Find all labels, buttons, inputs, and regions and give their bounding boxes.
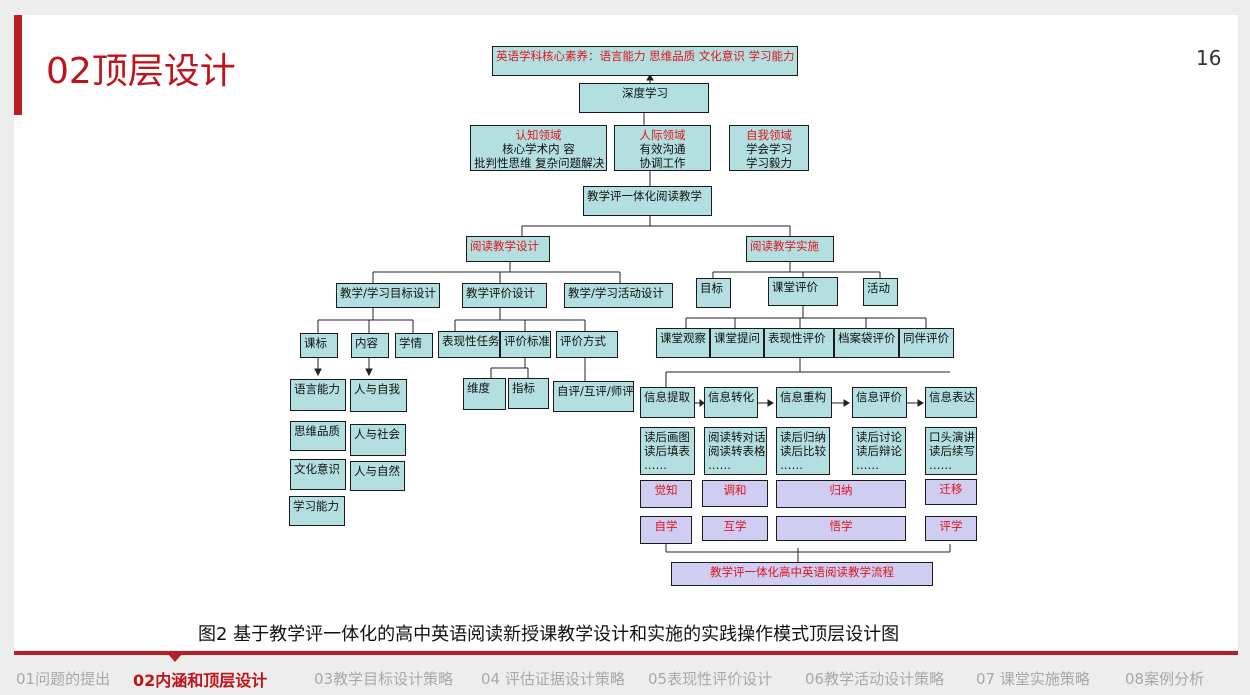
core-competency-box: 英语学科核心素养：语言能力 思维品质 文化意识 学习能力 [492, 46, 798, 76]
step-transform-line1: 阅读转对话 [708, 430, 766, 444]
cognitive-domain-box: 认知领域 核心学术内 容 批判性思维 复杂问题解决 [470, 125, 607, 171]
performance-task-box: 表现性任务 [438, 331, 500, 358]
step-reconstruct-line1: 读后归纳 [780, 430, 826, 444]
deep-learning-box: 深度学习 [579, 83, 709, 113]
learn-self-box: 自学 [640, 516, 692, 544]
title-accent-bar [14, 15, 22, 115]
page-title: 02顶层设计 [46, 51, 236, 92]
step-evaluate-line1: 读后讨论 [856, 430, 902, 444]
interpersonal-domain-line1: 有效沟通 [639, 142, 686, 156]
portfolio-eval-box: 档案袋评价 [834, 328, 899, 358]
step-transform-line2: 阅读转表格 [708, 444, 766, 458]
cultural-awareness-box: 文化意识 [290, 459, 346, 490]
step-extract-dots: …… [644, 458, 667, 472]
dimension-box: 维度 [463, 378, 506, 410]
step-express-dots: …… [929, 458, 952, 472]
step-transform-box: 信息转化 [704, 387, 758, 418]
cognitive-domain-line1: 核心学术内 容 [502, 142, 575, 156]
interpersonal-domain-head: 人际领域 [639, 128, 686, 142]
performance-eval-box: 表现性评价 [764, 328, 834, 358]
figure-caption: 图2 基于教学评一体化的高中英语阅读新授课教学设计和实施的实践操作模式顶层设计图 [198, 624, 900, 645]
goal-design-box: 教学/学习目标设计 [336, 283, 440, 308]
human-self-box: 人与自我 [350, 379, 407, 412]
step-extract-line2: 读后填表 [644, 444, 690, 458]
step-evaluate-dots: …… [856, 458, 879, 472]
level-transfer-box: 迁移 [925, 479, 977, 505]
nav-item-goal-strategy[interactable]: 03教学目标设计策略 [314, 670, 454, 688]
eval-standard-box: 评价标准 [500, 331, 551, 358]
indicator-box: 指标 [508, 378, 549, 409]
interpersonal-domain-box: 人际领域 有效沟通 协调工作 [614, 125, 711, 171]
nav-item-activity-strategy[interactable]: 06教学活动设计策略 [805, 670, 945, 688]
interpersonal-domain-line2: 协调工作 [639, 156, 686, 170]
step-evaluate-line2: 读后辩论 [856, 444, 902, 458]
impl-goal-box: 目标 [696, 278, 731, 308]
nav-active-marker [168, 654, 182, 662]
step-express-line1: 口头演讲 [929, 430, 975, 444]
nav-divider [14, 651, 1238, 655]
step-express-box: 信息表达 [925, 387, 977, 418]
nav-item-top-design[interactable]: 02内涵和顶层设计 [133, 671, 268, 690]
step-express-line2: 读后续写 [929, 444, 975, 458]
level-induction-box: 归纳 [776, 480, 906, 508]
nav-item-evidence-strategy[interactable]: 04 评估证据设计策略 [481, 670, 625, 688]
classroom-question-box: 课堂提问 [710, 328, 764, 358]
nav-item-problem[interactable]: 01问题的提出 [16, 670, 111, 688]
eval-design-box: 教学评价设计 [462, 283, 547, 308]
step-extract-activities: 读后画图 读后填表 …… [640, 427, 695, 475]
learn-evaluate-box: 评学 [925, 516, 977, 541]
impl-activity-box: 活动 [863, 278, 898, 306]
step-reconstruct-box: 信息重构 [776, 387, 832, 418]
curriculum-standard-box: 课标 [300, 333, 338, 358]
classroom-eval-box: 课堂评价 [768, 277, 838, 306]
nav-item-case-analysis[interactable]: 08案例分析 [1125, 670, 1205, 688]
human-society-box: 人与社会 [350, 424, 406, 456]
cognitive-domain-line2: 批判性思维 复杂问题解决 [474, 156, 605, 170]
teaching-flow-box: 教学评一体化高中英语阅读教学流程 [671, 562, 933, 586]
step-extract-box: 信息提取 [640, 387, 695, 418]
eval-method-box: 评价方式 [556, 331, 618, 358]
classroom-observe-box: 课堂观察 [656, 328, 710, 358]
learn-insight-box: 悟学 [776, 516, 906, 541]
step-express-activities: 口头演讲 读后续写 …… [925, 427, 977, 475]
learning-ability-box: 学习能力 [289, 496, 345, 526]
step-reconstruct-dots: …… [780, 458, 803, 472]
step-evaluate-activities: 读后讨论 读后辩论 …… [852, 427, 906, 475]
self-peer-teacher-eval-box: 自评/互评/师评 [553, 381, 634, 412]
activity-design-box: 教学/学习活动设计 [564, 283, 673, 308]
nav-item-performance-eval[interactable]: 05表现性评价设计 [648, 670, 773, 688]
step-reconstruct-activities: 读后归纳 读后比较 …… [776, 427, 830, 475]
self-domain-line1: 学会学习 [746, 142, 792, 156]
slide-canvas [14, 15, 1238, 650]
self-domain-head: 自我领域 [746, 128, 792, 142]
learn-mutual-box: 互学 [702, 516, 768, 541]
integration-box: 教学评一体化阅读教学 [583, 186, 712, 216]
step-extract-line1: 读后画图 [644, 430, 690, 444]
step-evaluate-box: 信息评价 [852, 387, 907, 418]
peer-eval-box: 同伴评价 [899, 328, 954, 358]
nav-item-classroom-strategy[interactable]: 07 课堂实施策略 [976, 670, 1090, 688]
language-ability-box: 语言能力 [290, 379, 346, 411]
reading-implementation-box: 阅读教学实施 [746, 236, 834, 262]
content-box: 内容 [351, 333, 389, 358]
step-reconstruct-line2: 读后比较 [780, 444, 826, 458]
step-transform-dots: …… [708, 458, 731, 472]
self-domain-box: 自我领域 学会学习 学习毅力 [729, 125, 809, 171]
human-nature-box: 人与自然 [350, 461, 405, 491]
level-harmony-box: 调和 [702, 480, 768, 507]
self-domain-line2: 学习毅力 [746, 156, 792, 170]
step-transform-activities: 阅读转对话 阅读转表格 …… [704, 427, 767, 475]
thinking-quality-box: 思维品质 [290, 421, 346, 451]
level-awareness-box: 觉知 [640, 480, 692, 508]
page-number: 16 [1196, 46, 1222, 70]
cognitive-domain-head: 认知领域 [515, 128, 562, 142]
reading-design-box: 阅读教学设计 [466, 236, 550, 262]
learning-status-box: 学情 [395, 333, 433, 358]
